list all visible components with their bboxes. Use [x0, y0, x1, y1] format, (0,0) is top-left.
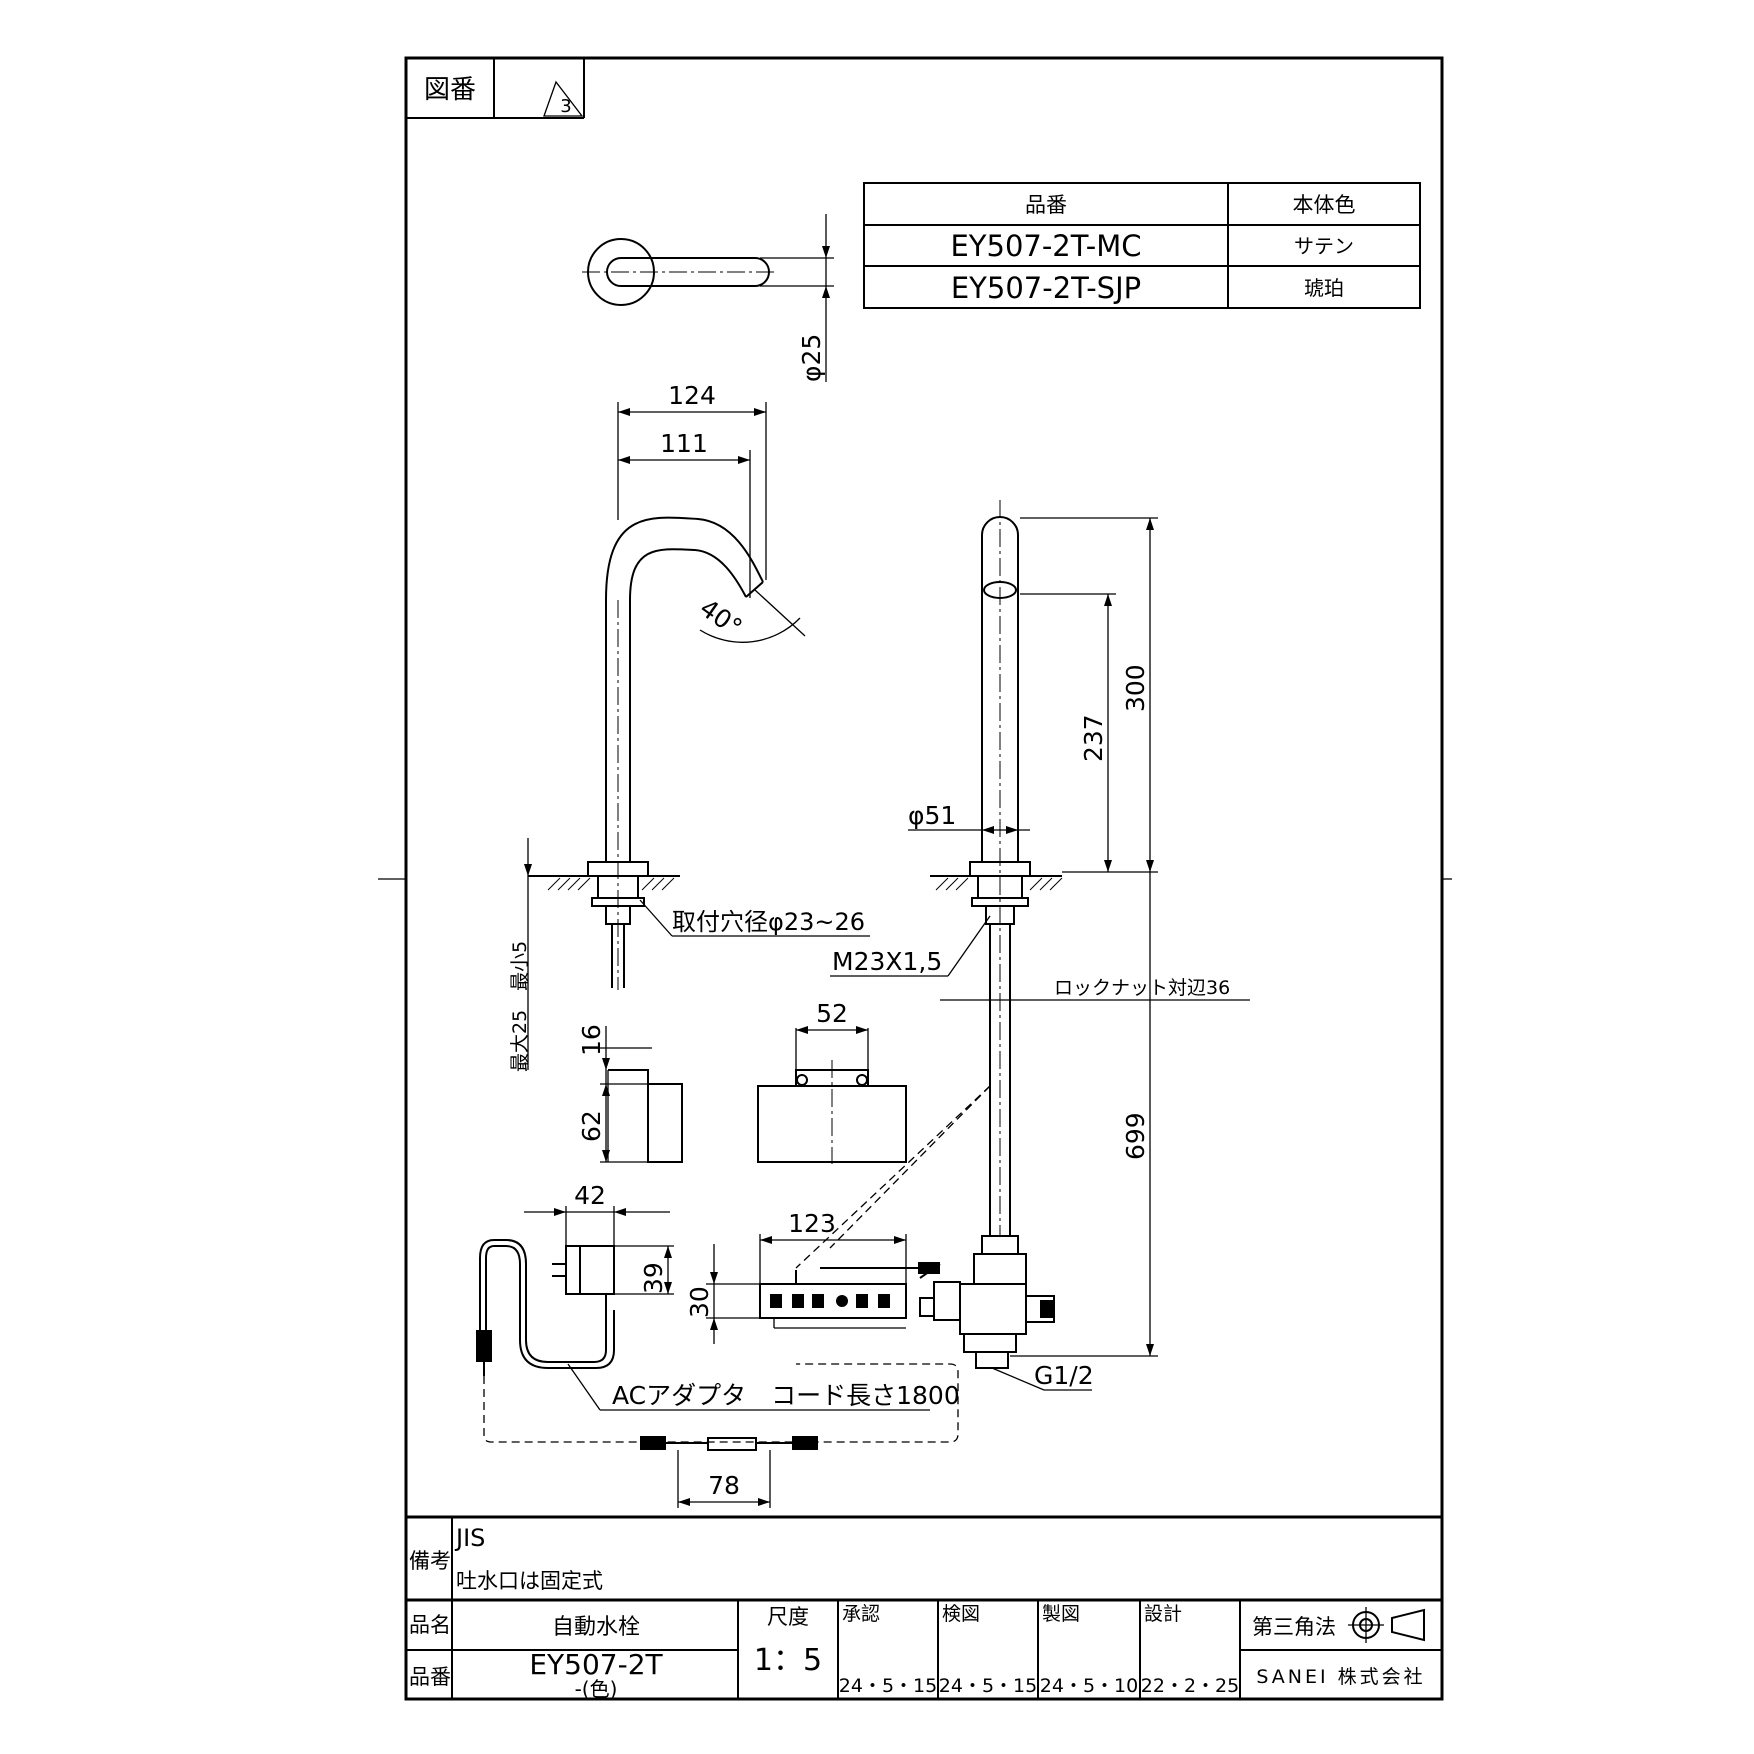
dim-reach-outer: 124 [668, 381, 716, 410]
part-number-label: 品番 [409, 1665, 451, 1689]
dim-connector: G1/2 [1034, 1361, 1094, 1390]
table-cell-color: サテン [1294, 234, 1354, 258]
draw-date: 24・5・10 [1040, 1675, 1138, 1697]
remarks-line2: 吐水口は固定式 [456, 1569, 603, 1593]
company-name: SANEI 株式会社 [1256, 1666, 1425, 1688]
solenoid-valve: G1/2 [820, 1235, 1094, 1391]
dim-height-total: 300 [1121, 664, 1150, 712]
product-name: 自動水栓 [552, 1615, 640, 1640]
dim-below: 699 [1121, 1112, 1150, 1160]
dim-angle: 40° [695, 593, 748, 642]
table-cell-color: 琥珀 [1304, 276, 1344, 300]
dim-reach-inner: 111 [660, 429, 708, 458]
bracket-side: 16 62 [577, 1024, 683, 1163]
design-label: 設計 [1144, 1603, 1182, 1625]
part-number-suffix: -(色) [575, 1677, 618, 1701]
table-header-part: 品番 [1025, 193, 1067, 217]
table-cell-part: EY507-2T-SJP [951, 271, 1141, 305]
name-label: 品名 [409, 1613, 451, 1637]
check-label: 検図 [942, 1603, 980, 1625]
dim-mounting-hole: 取付穴径φ23~26 [672, 908, 865, 936]
dim-controller-width: 123 [788, 1209, 836, 1238]
approve-label: 承認 [842, 1603, 880, 1625]
dim-bracket-h2: 62 [577, 1110, 606, 1142]
third-angle-projection-icon [1348, 1607, 1425, 1643]
dim-top-diameter: φ25 [797, 334, 826, 382]
dim-thread: M23X1,5 [832, 947, 942, 976]
check-date: 24・5・15 [939, 1675, 1037, 1697]
remarks-block: 備考 JIS 吐水口は固定式 [406, 1515, 1442, 1699]
remarks-line1: JIS [454, 1524, 485, 1552]
ac-adapter: 42 39 ACアダプタ コード長さ1800 [476, 1181, 960, 1443]
scale-label: 尺度 [767, 1605, 809, 1629]
table-cell-part: EY507-2T-MC [950, 229, 1141, 263]
design-date: 22・2・25 [1141, 1675, 1239, 1697]
revision-triangle-icon [543, 80, 584, 117]
side-view-spout: 124 111 40° 最大25 最小5 取付穴径φ23~26 [509, 381, 870, 1072]
table-header-color: 本体色 [1293, 193, 1356, 217]
dim-adapter-height: 39 [639, 1262, 668, 1294]
bracket-front: 52 [757, 999, 907, 1164]
control-unit: 123 30 [685, 1209, 907, 1344]
remarks-label: 備考 [409, 1549, 451, 1573]
part-number: EY507-2T [529, 1648, 663, 1681]
scale-value: 1：5 [754, 1643, 822, 1678]
dim-base-diameter: φ51 [908, 801, 956, 830]
dim-locknut: ロックナット対辺36 [1054, 977, 1230, 999]
dim-height-sensor: 237 [1079, 714, 1108, 762]
dim-cable: 78 [708, 1471, 740, 1500]
front-view-spout: 300 237 φ51 M23X1,5 ロックナット対辺36 699 [830, 500, 1250, 1357]
adapter-note: ACアダプタ コード長さ1800 [612, 1381, 960, 1410]
dim-controller-height: 30 [685, 1286, 714, 1318]
drawing-number-label: 図番 [424, 75, 476, 105]
dim-bracket-width: 52 [816, 999, 848, 1028]
cable-connector: 78 [640, 1436, 818, 1508]
dim-adapter-width: 42 [574, 1181, 606, 1210]
title-block: 品名 自動水栓 品番 EY507-2T -(色) 尺度 1：5 承認 24・5・… [406, 1598, 1442, 1701]
projection-label: 第三角法 [1252, 1615, 1336, 1639]
color-table: 品番 本体色 EY507-2T-MC サテン EY507-2T-SJP 琥珀 [863, 182, 1421, 309]
drawing-frame [404, 56, 1444, 1701]
approve-date: 24・5・15 [839, 1675, 937, 1697]
dim-thickness: 最大25 最小5 [509, 941, 531, 1072]
drawing-number-box: 図番 3 [406, 58, 585, 119]
draw-label: 製図 [1042, 1603, 1080, 1625]
top-view: φ25 [582, 214, 834, 382]
revision-number: 3 [560, 96, 571, 117]
dim-bracket-h1: 16 [577, 1024, 606, 1056]
